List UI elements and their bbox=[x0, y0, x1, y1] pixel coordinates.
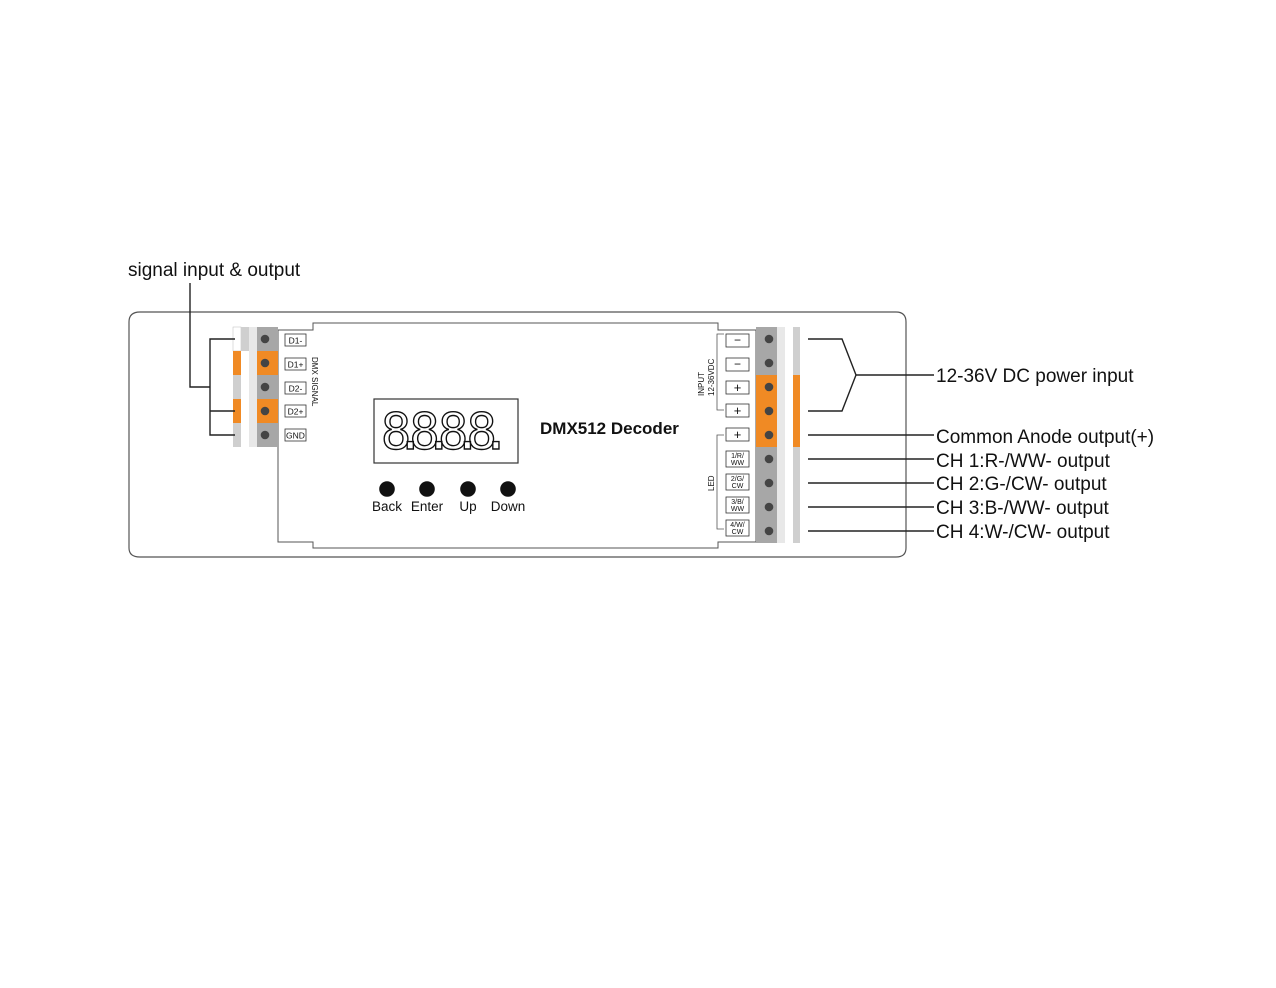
pin-label-power-plus-2: + bbox=[734, 403, 742, 418]
screw-icon bbox=[764, 454, 774, 464]
screw-icon bbox=[764, 358, 774, 368]
pin-label-power-plus-1: + bbox=[734, 380, 742, 395]
terminal-row-ch4 bbox=[756, 519, 800, 543]
screw-icon bbox=[260, 358, 270, 368]
screw-icon bbox=[764, 382, 774, 392]
display-digits: 8.8.8.8. bbox=[381, 403, 511, 461]
pin-label-ch1-top: 1/R/ bbox=[731, 453, 744, 460]
pin-label-d1-minus: D1- bbox=[289, 336, 303, 346]
pin-label-power-minus-1: − bbox=[734, 333, 741, 347]
terminal-row-anode bbox=[756, 423, 800, 447]
pin-label-d2-plus: D2+ bbox=[288, 407, 304, 417]
pin-label-ch2-top: 2/G/ bbox=[731, 476, 744, 483]
terminal-row-ch1 bbox=[756, 447, 800, 471]
pin-label-ch2-bottom: CW bbox=[732, 483, 744, 490]
signal-callout: signal input & output bbox=[128, 260, 301, 436]
power-callout-text: 12-36V DC power input bbox=[936, 366, 1134, 387]
terminal-row-power-plus-2 bbox=[756, 399, 800, 423]
pin-label-power-minus-2: − bbox=[734, 357, 741, 371]
ch4-callout-text: CH 4:W-/CW- output bbox=[936, 522, 1110, 543]
pin-label-ch4-top: 4/W/ bbox=[730, 522, 744, 529]
up-button-label: Up bbox=[459, 499, 476, 514]
input-group-bracket bbox=[716, 333, 724, 411]
terminal-row-d1-minus bbox=[232, 326, 278, 352]
screw-icon bbox=[764, 334, 774, 344]
signal-callout-text: signal input & output bbox=[128, 260, 301, 281]
back-button-label: Back bbox=[372, 499, 402, 514]
led-display: 8.8.8.8. bbox=[373, 398, 519, 464]
led-group-bracket bbox=[716, 434, 724, 530]
dmx-signal-label: DMX SIGNAL bbox=[310, 357, 319, 407]
screw-icon bbox=[764, 478, 774, 488]
power-callout: 12-36V DC power input bbox=[808, 338, 1134, 412]
pin-label-anode: + bbox=[734, 427, 742, 442]
ch3-callout-text: CH 3:B-/WW- output bbox=[936, 498, 1110, 519]
led-label: LED bbox=[707, 475, 716, 491]
screw-icon bbox=[260, 406, 270, 416]
ch2-callout-text: CH 2:G-/CW- output bbox=[936, 474, 1107, 495]
terminal-row-ch2 bbox=[756, 471, 800, 495]
enter-button[interactable] bbox=[419, 481, 435, 497]
left-terminal-block bbox=[232, 326, 278, 447]
terminal-row-power-minus-2 bbox=[756, 351, 800, 375]
terminal-row-ch3 bbox=[756, 495, 800, 519]
output-callouts: Common Anode output(+) CH 1:R-/WW- outpu… bbox=[808, 427, 1154, 543]
down-button[interactable] bbox=[500, 481, 516, 497]
screw-icon bbox=[764, 406, 774, 416]
terminal-row-d2-minus bbox=[233, 375, 278, 399]
back-button[interactable] bbox=[379, 481, 395, 497]
screw-icon bbox=[764, 430, 774, 440]
pin-label-ch1-bottom: WW bbox=[731, 460, 745, 467]
pin-label-ch4-bottom: CW bbox=[732, 529, 744, 536]
right-terminal-block bbox=[756, 327, 800, 543]
ch1-callout-text: CH 1:R-/WW- output bbox=[936, 451, 1111, 472]
screw-icon bbox=[260, 382, 270, 392]
screw-icon bbox=[764, 526, 774, 536]
anode-callout-text: Common Anode output(+) bbox=[936, 427, 1154, 448]
enter-button-label: Enter bbox=[411, 499, 444, 514]
input-label: INPUT bbox=[697, 372, 706, 396]
pin-label-gnd: GND bbox=[286, 431, 305, 441]
pin-label-d2-minus: D2- bbox=[289, 384, 303, 394]
terminal-row-d2-plus bbox=[233, 399, 278, 423]
pin-label-d1-plus: D1+ bbox=[288, 360, 304, 370]
up-button[interactable] bbox=[460, 481, 476, 497]
screw-icon bbox=[260, 430, 270, 440]
terminal-row-gnd bbox=[233, 423, 278, 447]
pin-label-ch3-bottom: WW bbox=[731, 506, 745, 513]
input-voltage-label: 12-36VDC bbox=[707, 358, 716, 396]
screw-icon bbox=[764, 502, 774, 512]
terminal-row-power-plus-1 bbox=[756, 375, 800, 399]
enclosure-outline bbox=[128, 311, 907, 558]
right-pin-labels: − − + + + 1/R/ WW 2/G/ CW 3/B/ WW 4/W/ C… bbox=[697, 333, 750, 537]
terminal-row-power-minus-1 bbox=[756, 327, 800, 351]
pin-label-ch3-top: 3/B/ bbox=[731, 499, 744, 506]
control-buttons: Back Enter Up Down bbox=[372, 481, 525, 514]
device-title: DMX512 Decoder bbox=[540, 419, 679, 438]
left-pin-labels: D1- D1+ D2- D2+ GND DMX SIGNAL bbox=[284, 333, 319, 442]
screw-icon bbox=[260, 334, 270, 344]
terminal-row-d1-plus bbox=[233, 351, 278, 375]
down-button-label: Down bbox=[491, 499, 526, 514]
